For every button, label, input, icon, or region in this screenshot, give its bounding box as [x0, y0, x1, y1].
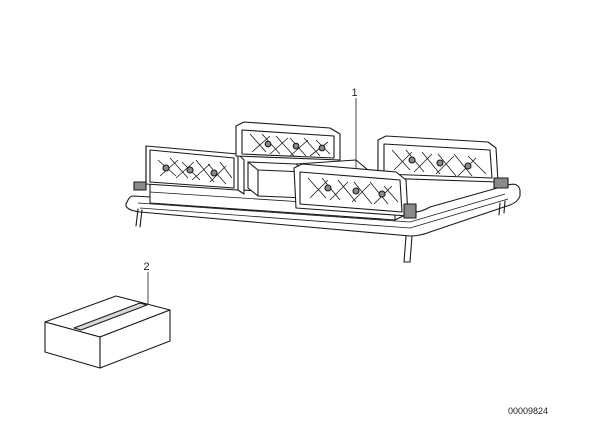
rack-holder-rear-left: [133, 145, 245, 195]
drawing-reference-number: 00009824: [508, 406, 548, 416]
rack-holder-front-center: [293, 163, 417, 219]
box-part: [44, 295, 171, 369]
rack-tube-frame: [125, 183, 521, 263]
rack-assembly: [125, 121, 521, 263]
rack-holder-rear-right: [377, 135, 509, 189]
callout-2: 2: [144, 261, 150, 304]
rack-holder-rear-center: [235, 121, 341, 161]
callout-1-label: 1: [352, 87, 358, 99]
callout-2-label: 2: [144, 261, 150, 273]
callout-1: 1: [352, 87, 358, 168]
